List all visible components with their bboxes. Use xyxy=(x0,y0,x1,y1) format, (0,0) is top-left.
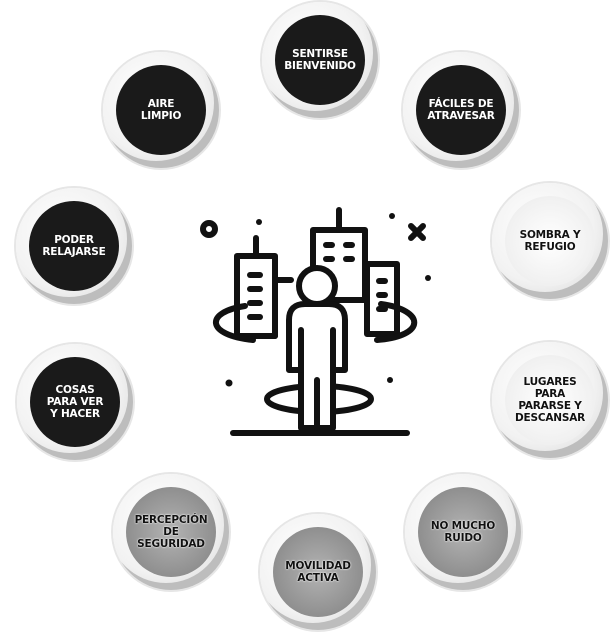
node-label: PERCEPCIÓN DE SEGURIDAD xyxy=(126,487,216,577)
node-label: SOMBRA Y REFUGIO xyxy=(505,196,595,286)
node-label: SENTIRSE BIENVENIDO xyxy=(275,15,365,105)
node-no-mucho-ruido: NO MUCHO RUIDO xyxy=(405,474,521,590)
node-label: LUGARES PARA PARARSE Y DESCANSAR xyxy=(505,355,595,445)
node-cosas-para-ver: COSAS PARA VER Y HACER xyxy=(17,344,133,460)
node-movilidad-activa: MOVILIDAD ACTIVA xyxy=(260,514,376,630)
node-poder-relajarse: PODER RELAJARSE xyxy=(16,188,132,304)
node-sentirse-bienvenido: SENTIRSE BIENVENIDO xyxy=(262,2,378,118)
node-label: AIRE LIMPIO xyxy=(116,65,206,155)
node-label: NO MUCHO RUIDO xyxy=(418,487,508,577)
node-label: FÁCILES DE ATRAVESAR xyxy=(416,65,506,155)
node-aire-limpio: AIRE LIMPIO xyxy=(103,52,219,168)
node-label: COSAS PARA VER Y HACER xyxy=(30,357,120,447)
person-in-city-icon xyxy=(200,207,431,436)
node-label: MOVILIDAD ACTIVA xyxy=(273,527,363,617)
node-lugares-para-pararse: LUGARES PARA PARARSE Y DESCANSAR xyxy=(492,342,608,458)
node-sombra-y-refugio: SOMBRA Y REFUGIO xyxy=(492,183,608,299)
node-label: PODER RELAJARSE xyxy=(29,201,119,291)
node-percepcion-de-seguridad: PERCEPCIÓN DE SEGURIDAD xyxy=(113,474,229,590)
node-faciles-de-atravesar: FÁCILES DE ATRAVESAR xyxy=(403,52,519,168)
